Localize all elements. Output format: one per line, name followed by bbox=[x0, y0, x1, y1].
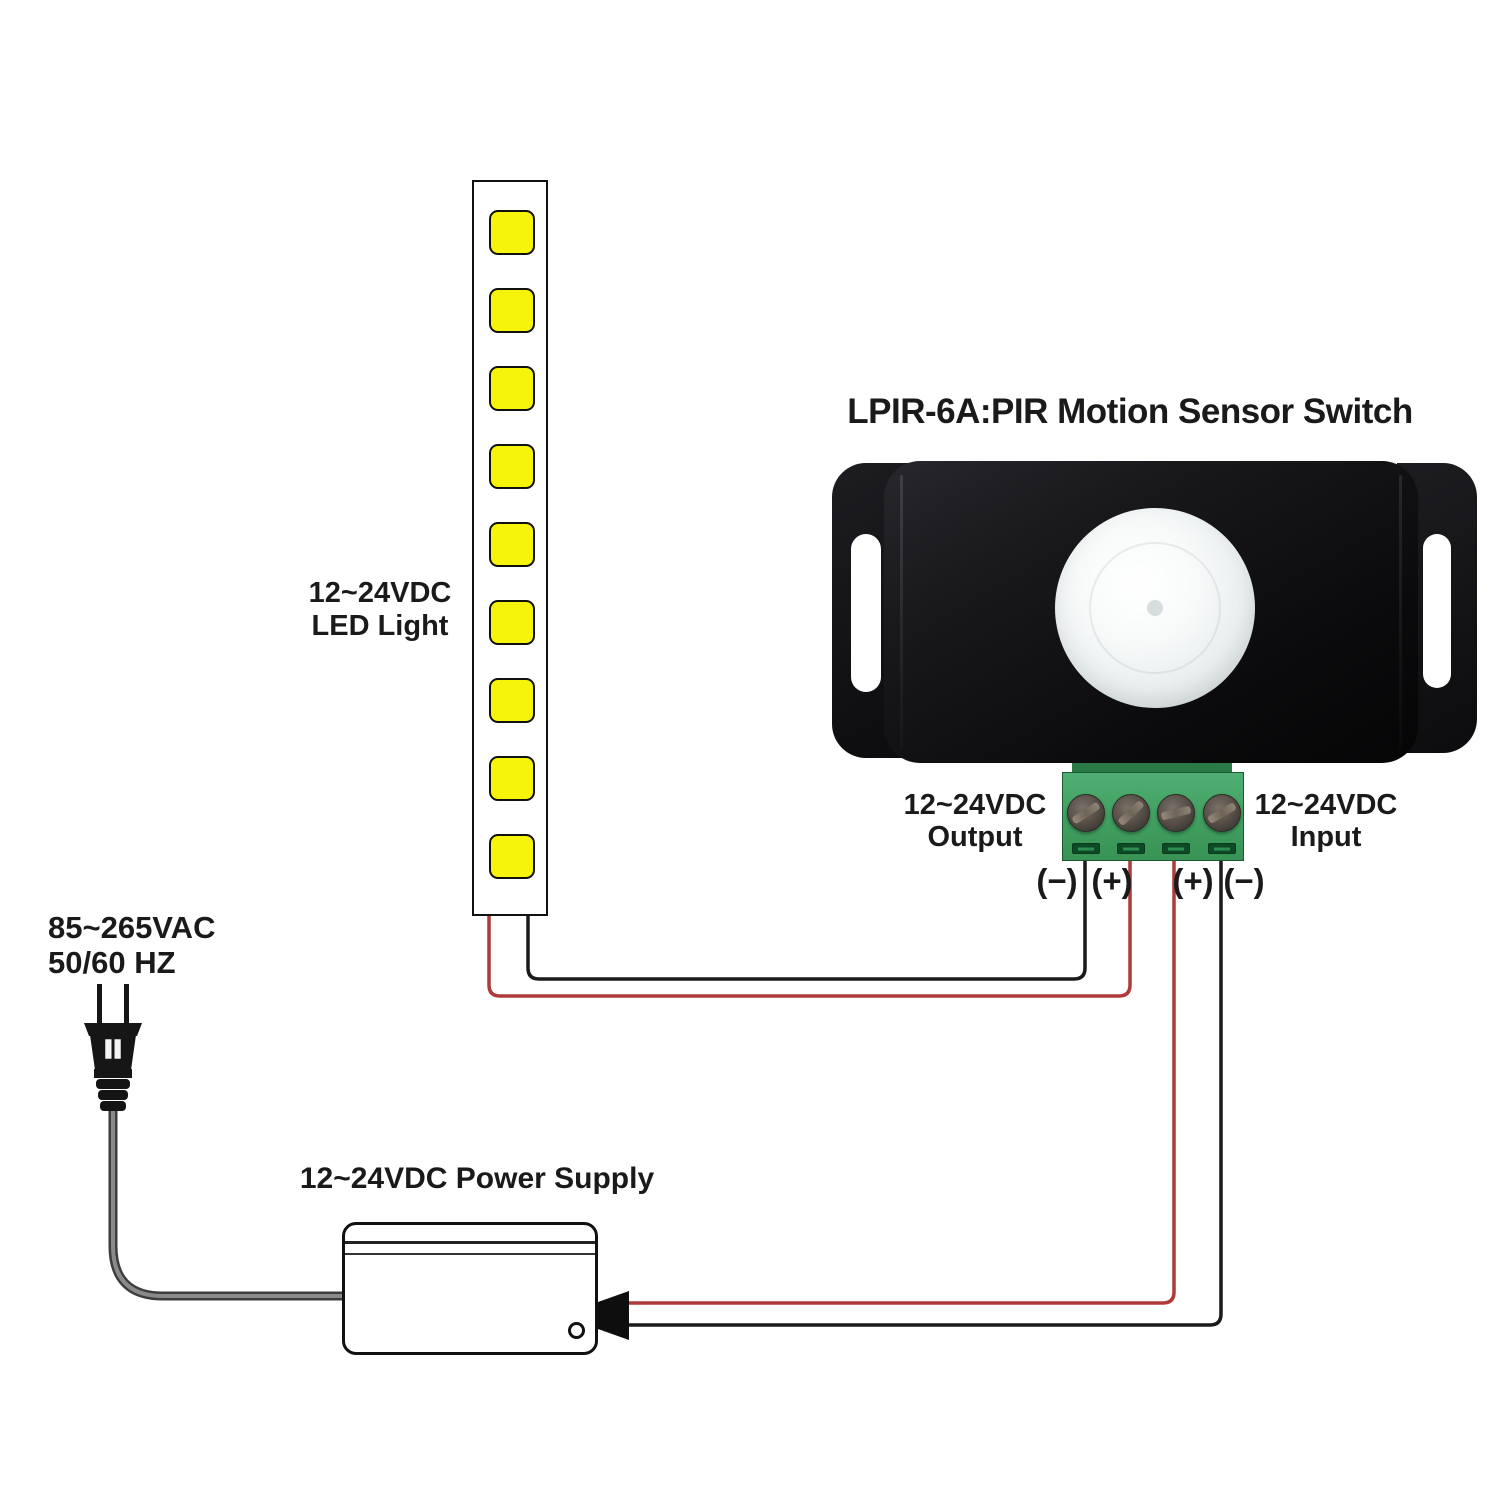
output-label-line2: Output bbox=[927, 821, 1023, 853]
mount-slot-left bbox=[851, 534, 881, 692]
terminal-block-upper bbox=[1072, 760, 1232, 774]
terminal-screw-2 bbox=[1112, 794, 1150, 832]
plug-rib-2 bbox=[98, 1090, 128, 1100]
pir-dome-lens bbox=[1055, 508, 1255, 708]
psu-indicator-hole bbox=[568, 1322, 585, 1339]
led-strip-label-line1: 12~24VDC bbox=[308, 577, 452, 609]
wire-entry-3 bbox=[1162, 843, 1190, 854]
led-chip bbox=[489, 678, 535, 723]
led-chip bbox=[489, 210, 535, 255]
led-chip bbox=[489, 288, 535, 333]
wire-input-negative bbox=[628, 861, 1223, 1327]
pin-label-input-negative: (−) bbox=[1223, 862, 1265, 899]
ac-plug bbox=[84, 984, 142, 1111]
wire-output-negative bbox=[526, 861, 1087, 981]
power-supply-label: 12~24VDC Power Supply bbox=[299, 1162, 655, 1195]
terminal-screw-3 bbox=[1157, 794, 1195, 832]
plug-collar bbox=[94, 1069, 132, 1078]
terminal-screw-1 bbox=[1067, 794, 1105, 832]
led-chip bbox=[489, 522, 535, 567]
plug-body bbox=[90, 1035, 136, 1070]
wire-entry-4 bbox=[1208, 843, 1236, 854]
wire-entry-1 bbox=[1072, 843, 1100, 854]
input-label-line1: 12~24VDC bbox=[1254, 789, 1398, 821]
psu-ridge-line-2 bbox=[345, 1253, 595, 1255]
mount-slot-right bbox=[1423, 534, 1451, 688]
ac-cord-core bbox=[111, 1108, 344, 1298]
psu-cable-gland bbox=[598, 1291, 629, 1340]
wire-output-positive bbox=[487, 861, 1132, 998]
terminal-screw-4 bbox=[1203, 794, 1241, 832]
ac-cord-outline bbox=[108, 1108, 344, 1301]
led-strip-label-line2: LED Light bbox=[311, 610, 449, 642]
plug-cap bbox=[84, 1023, 142, 1036]
wire-entry-2 bbox=[1117, 843, 1145, 854]
ac-rating-line2: 50/60 HZ bbox=[48, 945, 176, 980]
led-chip bbox=[489, 756, 535, 801]
ac-rating-line1: 85~265VAC bbox=[48, 910, 216, 945]
psu-ridge-line-1 bbox=[345, 1241, 595, 1244]
power-supply-box bbox=[342, 1222, 598, 1355]
led-chip bbox=[489, 366, 535, 411]
terminal-block bbox=[1062, 772, 1244, 861]
plug-prong-left bbox=[97, 984, 102, 1025]
plug-prong-right bbox=[124, 984, 129, 1025]
led-chip bbox=[489, 444, 535, 489]
led-strip bbox=[472, 180, 548, 916]
output-label-line1: 12~24VDC bbox=[903, 789, 1047, 821]
wire-input-positive bbox=[628, 861, 1176, 1305]
plug-window bbox=[102, 1036, 124, 1062]
led-chip bbox=[489, 600, 535, 645]
pin-label-output-negative: (−) bbox=[1036, 862, 1078, 899]
plug-rib-3 bbox=[100, 1101, 126, 1111]
input-label-line2: Input bbox=[1290, 821, 1362, 853]
plug-rib-1 bbox=[96, 1079, 130, 1089]
led-chip bbox=[489, 834, 535, 879]
pin-label-input-positive: (+) bbox=[1172, 862, 1214, 899]
pin-label-output-positive: (+) bbox=[1091, 862, 1133, 899]
page-title: LPIR-6A:PIR Motion Sensor Switch bbox=[847, 392, 1413, 431]
